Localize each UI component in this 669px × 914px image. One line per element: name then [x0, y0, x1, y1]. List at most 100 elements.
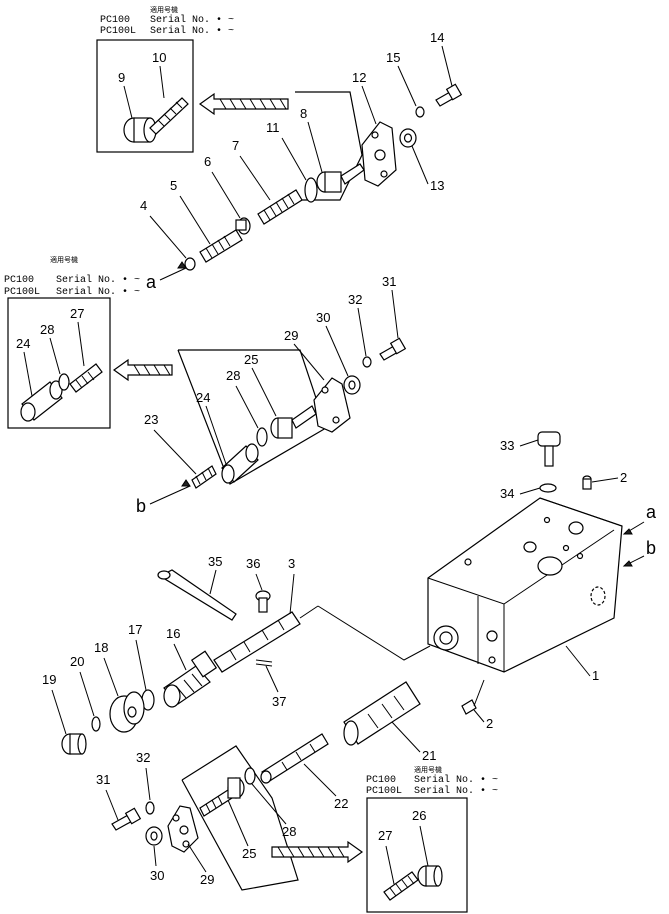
serial-model-2b: PC100L: [4, 287, 40, 298]
callout-11: 11: [266, 120, 280, 135]
serial-model-2c: PC100L: [366, 786, 402, 797]
callout-2-upper: 2: [620, 470, 627, 485]
part-28-oring-bottom: [244, 767, 256, 785]
callout-24: 24: [196, 390, 210, 405]
port-letter-a-right: a: [646, 502, 657, 522]
part-25-plug-bottom: [199, 777, 245, 817]
part-3-spool: [213, 605, 319, 673]
callout-7: 7: [232, 138, 239, 153]
serial-text-2b: Serial No. • ~: [56, 286, 140, 298]
hatched-arrow-bottom: [271, 840, 364, 864]
part-13-nut: [399, 128, 417, 148]
serial-text-1: Serial No. • ~: [150, 14, 234, 26]
serial-model-1: PC100: [100, 15, 130, 26]
callout-15: 15: [386, 50, 400, 65]
callout-20: 20: [70, 654, 84, 669]
callout-5: 5: [170, 178, 177, 193]
part-32-washer: [362, 356, 372, 368]
callout-6: 6: [204, 154, 211, 169]
hatched-arrow-top: [198, 92, 289, 116]
part-21-sleeve: [343, 681, 421, 746]
callout-13: 13: [430, 178, 444, 193]
spool-leader: [317, 605, 431, 661]
part-6-retainer: [235, 217, 251, 235]
part-29-flange: [313, 377, 351, 433]
serial-text-2: Serial No. • ~: [150, 25, 234, 37]
port-letter-a-middle: a: [146, 272, 157, 292]
part-35-lever: [157, 569, 237, 621]
callout-25-bottom: 25: [242, 846, 256, 861]
part-26-cap-bottom: [417, 865, 443, 887]
callout-22: 22: [334, 796, 348, 811]
port-letter-b-right: b: [646, 538, 656, 558]
serial-model-2: PC100L: [100, 26, 136, 37]
part-34-oring: [539, 483, 557, 493]
part-22-spool: [260, 733, 329, 784]
part-28-oring: [256, 427, 268, 447]
callout-12: 12: [352, 70, 366, 85]
group-bracket-bottom: [181, 745, 299, 891]
part-36-pin: [255, 590, 271, 613]
part-29-flange-bottom: [167, 805, 199, 853]
callout-2-lower: 2: [486, 716, 493, 731]
callout-19: 19: [42, 672, 56, 687]
callout-21: 21: [422, 748, 436, 763]
part-32-washer-bottom: [145, 801, 155, 815]
callout-25: 25: [244, 352, 258, 367]
serial-heading-2: 適用号機: [50, 255, 78, 264]
callout-35: 35: [208, 554, 222, 569]
part-2-plug-upper: [582, 475, 592, 490]
part-4-seat: [184, 257, 196, 271]
part-2-plug-lower: [461, 699, 477, 715]
callout-16: 16: [166, 626, 180, 641]
serial-note-middle: 適用号機 PC100 Serial No. • ~ PC100L Serial …: [4, 255, 140, 298]
callout-9: 9: [118, 70, 125, 85]
callout-27-bottom: 27: [378, 828, 392, 843]
part-1-valve-body: [427, 497, 623, 673]
callout-29: 29: [284, 328, 298, 343]
part-23-spring: [191, 465, 217, 489]
callout-34: 34: [500, 486, 514, 501]
callout-1: 1: [592, 668, 599, 683]
callout-28: 28: [226, 368, 240, 383]
callout-27-inset: 27: [70, 306, 84, 321]
callout-26-bottom: 26: [412, 808, 426, 823]
part-18-cap: [109, 691, 145, 733]
serial-text-1b: Serial No. • ~: [56, 274, 140, 286]
part-14-bolt: [435, 83, 463, 107]
callout-32: 32: [348, 292, 362, 307]
serial-text-2c: Serial No. • ~: [414, 785, 498, 797]
part-31-bolt: [379, 337, 407, 361]
serial-note-top: 適用号機 PC100 Serial No. • ~ PC100L Serial …: [100, 5, 234, 37]
serial-heading-3: 適用号機: [414, 765, 442, 774]
part-7-spring: [257, 189, 303, 225]
serial-text-1c: Serial No. • ~: [414, 774, 498, 786]
part-24-sleeve-inset: [20, 380, 63, 422]
part-37-pin: [255, 659, 273, 667]
part-30-nut: [343, 375, 361, 395]
callout-29-bottom: 29: [200, 872, 214, 887]
callout-17: 17: [128, 622, 142, 637]
callout-30-bottom: 30: [150, 868, 164, 883]
part-19-plug: [61, 733, 87, 755]
serial-model-1c: PC100: [366, 775, 396, 786]
part-33-plug: [537, 431, 561, 467]
part-27-screw-bottom: [383, 871, 419, 901]
callout-8: 8: [300, 106, 307, 121]
callout-24-inset: 24: [16, 336, 30, 351]
callout-30: 30: [316, 310, 330, 325]
part-10-screw: [149, 97, 189, 135]
callout-23: 23: [144, 412, 158, 427]
callout-3: 3: [288, 556, 295, 571]
part-9-cap: [123, 117, 157, 143]
callout-18: 18: [94, 640, 108, 655]
part-30-nut-bottom: [145, 826, 163, 846]
part-31-bolt-bottom: [111, 807, 142, 831]
callout-37: 37: [272, 694, 286, 709]
part-12-flange: [361, 121, 397, 187]
part-15-washer: [415, 106, 425, 118]
callout-10: 10: [152, 50, 166, 65]
port-letter-b-middle: b: [136, 496, 146, 516]
part-8-plug: [316, 163, 365, 193]
